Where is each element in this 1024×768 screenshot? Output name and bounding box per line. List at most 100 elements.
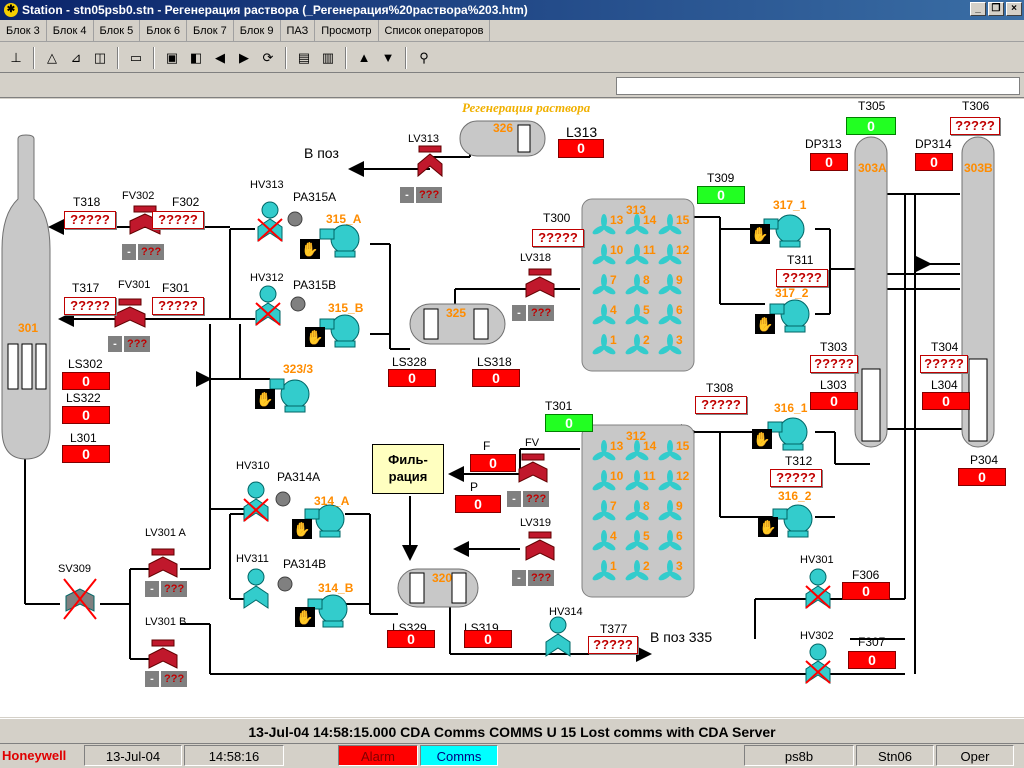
value-lv319[interactable]: -??? bbox=[512, 570, 555, 586]
hand-icon[interactable]: ✋ bbox=[752, 429, 772, 449]
value-t301[interactable]: 0 bbox=[545, 414, 593, 432]
value-ls328[interactable]: 0 bbox=[388, 369, 436, 387]
valve-fv301[interactable] bbox=[114, 298, 146, 328]
status-message[interactable]: 13-Jul-04 14:58:15.000 CDA Comms COMMS U… bbox=[0, 718, 1024, 744]
value-t318[interactable]: ????? bbox=[64, 211, 116, 229]
filtration-block[interactable]: Филь- рация bbox=[372, 444, 444, 494]
value-l313[interactable]: 0 bbox=[558, 139, 604, 158]
menu-view[interactable]: Просмотр bbox=[315, 19, 379, 42]
close-button[interactable]: × bbox=[1006, 2, 1022, 16]
raise-icon[interactable]: ▲ bbox=[357, 49, 371, 65]
valve-hv312[interactable] bbox=[255, 285, 281, 326]
page-icon[interactable]: ▭ bbox=[129, 49, 143, 65]
valve-hv302[interactable] bbox=[805, 643, 831, 684]
value-fv301[interactable]: -??? bbox=[108, 336, 151, 352]
message-icon[interactable]: ◫ bbox=[93, 49, 107, 65]
pump-314a[interactable] bbox=[304, 504, 345, 538]
hand-icon[interactable]: ✋ bbox=[755, 314, 775, 334]
value-ls302[interactable]: 0 bbox=[62, 372, 110, 390]
column-301[interactable] bbox=[1, 134, 51, 460]
value-t309[interactable]: 0 bbox=[697, 186, 745, 204]
value-t377[interactable]: ????? bbox=[588, 636, 638, 654]
value-ls322[interactable]: 0 bbox=[62, 406, 110, 424]
value-ls318[interactable]: 0 bbox=[472, 369, 520, 387]
pump-316-1[interactable] bbox=[767, 417, 808, 451]
value-t300[interactable]: ????? bbox=[532, 229, 584, 247]
value-f307[interactable]: 0 bbox=[848, 651, 896, 669]
value-lv318[interactable]: -??? bbox=[512, 305, 555, 321]
valve-lv319[interactable] bbox=[525, 531, 555, 561]
menu-paz[interactable]: ПАЗ bbox=[281, 19, 316, 42]
pump-317-1[interactable] bbox=[763, 214, 805, 248]
hand-icon[interactable]: ✋ bbox=[300, 239, 320, 259]
valve-sv309[interactable] bbox=[63, 578, 97, 620]
menu-block-3[interactable]: Блок 3 bbox=[0, 19, 47, 42]
menu-block-4[interactable]: Блок 4 bbox=[47, 19, 94, 42]
forward-icon[interactable]: ▶ bbox=[239, 49, 249, 65]
valve-fv[interactable] bbox=[518, 453, 548, 483]
menu-operator-list[interactable]: Список операторов bbox=[379, 19, 491, 42]
column-303b[interactable] bbox=[961, 136, 995, 448]
value-f301[interactable]: ????? bbox=[152, 297, 204, 315]
pump-315a[interactable] bbox=[319, 224, 360, 258]
value-t305[interactable]: 0 bbox=[846, 117, 896, 135]
detail-icon[interactable]: ◧ bbox=[189, 49, 203, 65]
value-f306[interactable]: 0 bbox=[842, 582, 890, 600]
pump-315b[interactable] bbox=[319, 314, 360, 348]
menu-block-6[interactable]: Блок 6 bbox=[140, 19, 187, 42]
hand-icon[interactable]: ✋ bbox=[305, 327, 325, 347]
value-t304[interactable]: ????? bbox=[920, 355, 968, 373]
alarm-silence-icon[interactable]: ⊿ bbox=[70, 49, 82, 65]
value-t317[interactable]: ????? bbox=[64, 297, 116, 315]
value-p[interactable]: 0 bbox=[455, 495, 501, 513]
valve-lv318[interactable] bbox=[525, 268, 555, 298]
value-t303[interactable]: ????? bbox=[810, 355, 858, 373]
pump-317-2[interactable] bbox=[769, 299, 810, 333]
vessel-326[interactable] bbox=[459, 120, 546, 157]
valve-lv313[interactable] bbox=[417, 145, 443, 178]
valve-hv313[interactable] bbox=[257, 201, 283, 242]
value-t306[interactable]: ????? bbox=[950, 117, 1000, 135]
value-ls319[interactable]: 0 bbox=[464, 630, 512, 648]
value-l304[interactable]: 0 bbox=[922, 392, 970, 410]
value-t312[interactable]: ????? bbox=[770, 469, 822, 487]
value-t308[interactable]: ????? bbox=[695, 396, 747, 414]
hand-icon[interactable]: ✋ bbox=[750, 224, 770, 244]
comms-indicator[interactable]: Comms bbox=[420, 745, 498, 766]
valve-lv301b[interactable] bbox=[148, 639, 178, 669]
command-input[interactable] bbox=[616, 77, 1020, 95]
value-lv301b[interactable]: -??? bbox=[145, 671, 188, 687]
vessel-320[interactable] bbox=[397, 568, 479, 608]
valve-hv314[interactable] bbox=[545, 616, 571, 657]
hand-icon[interactable]: ✋ bbox=[295, 607, 315, 627]
value-p304[interactable]: 0 bbox=[958, 468, 1006, 486]
value-f[interactable]: 0 bbox=[470, 454, 516, 472]
pump-323[interactable] bbox=[269, 378, 310, 413]
maximize-button[interactable]: ❐ bbox=[988, 2, 1004, 16]
value-t311[interactable]: ????? bbox=[776, 269, 828, 287]
valve-hv310[interactable] bbox=[243, 481, 269, 522]
value-dp314[interactable]: 0 bbox=[915, 153, 953, 171]
display-icon[interactable]: ▣ bbox=[165, 49, 179, 65]
back-icon[interactable]: ◀ bbox=[215, 49, 225, 65]
pump-316-2[interactable] bbox=[772, 504, 813, 538]
menu-block-7[interactable]: Блок 7 bbox=[187, 19, 234, 42]
value-f302[interactable]: ????? bbox=[152, 211, 204, 229]
alarm-indicator[interactable]: Alarm bbox=[338, 745, 418, 766]
valve-lv301a[interactable] bbox=[148, 548, 178, 578]
value-l303[interactable]: 0 bbox=[810, 392, 858, 410]
value-ls329[interactable]: 0 bbox=[387, 630, 435, 648]
minimize-button[interactable]: _ bbox=[970, 2, 986, 16]
value-fv302[interactable]: -??? bbox=[122, 244, 165, 260]
column-303a[interactable] bbox=[854, 136, 888, 448]
refresh-icon[interactable]: ⟳ bbox=[262, 49, 274, 65]
vessel-325[interactable] bbox=[409, 303, 506, 345]
hand-icon[interactable]: ✋ bbox=[255, 389, 275, 409]
pump-314b[interactable] bbox=[307, 594, 348, 628]
menu-block-9[interactable]: Блок 9 bbox=[234, 19, 281, 42]
valve-hv311[interactable] bbox=[243, 568, 269, 609]
hand-icon[interactable]: ✋ bbox=[758, 517, 778, 537]
value-l301[interactable]: 0 bbox=[62, 445, 110, 463]
alarm-bell-icon[interactable]: △ bbox=[47, 49, 57, 65]
menu-block-5[interactable]: Блок 5 bbox=[94, 19, 141, 42]
